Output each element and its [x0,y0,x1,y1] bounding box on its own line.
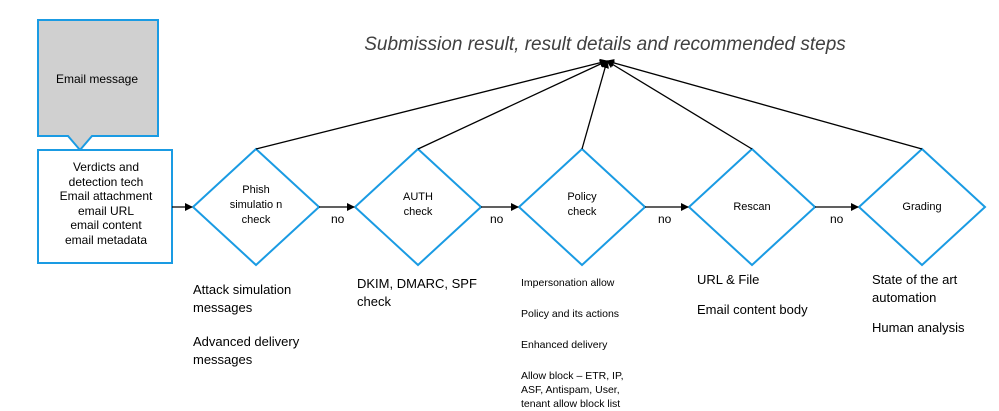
no-label: no [490,212,504,226]
auth-diamond [353,147,483,267]
detail-item: Attack simulation messages [193,282,292,315]
verdicts-line: Verdicts and [72,160,140,174]
no-label: no [830,212,844,226]
detail-item: Allow block – ETR, IP, ASF, Antispam, Us… [521,370,624,410]
detail-item: Impersonation allow [521,277,615,289]
verdicts-text: Verdicts and detection tech Email attach… [40,160,172,247]
no-label: no [658,212,672,226]
phish-check-label: Phish simulatio n check [229,184,283,226]
grading-details: State of the art automation Human analys… [872,271,982,337]
verdicts-line: email URL [77,203,134,218]
rescan-details: URL & File Email content body [697,271,837,319]
rescan-diamond [687,147,817,267]
grading-diamond [857,147,987,267]
arrow-auth-to-result [417,60,608,150]
auth-details: DKIM, DMARC, SPF check [357,275,487,311]
verdicts-line: email content [70,218,142,232]
detail-item: Human analysis [872,320,965,335]
email-message-callout [37,19,159,152]
phish-details: Attack simulation messages Advanced deli… [193,281,318,369]
auth-check-label: AUTH check [403,191,433,218]
detail-item: Advanced delivery messages [193,334,300,367]
verdicts-line: Email attachment [59,189,153,203]
detail-item: State of the art automation [872,272,958,305]
policy-check-label: Policy check [567,191,597,218]
email-message-label: Email message [55,72,139,86]
phish-diamond [191,147,321,267]
arrow-policy-to-result [581,60,609,150]
detail-item: DKIM, DMARC, SPF check [357,276,477,309]
arrow-rescan-to-result [606,60,753,150]
arrow-grading-to-result [606,59,923,150]
policy-details: Impersonation allow Policy and its actio… [521,276,646,411]
verdicts-line: email metadata [64,232,148,247]
rescan-label: Rescan [733,201,771,213]
detail-item: Enhanced delivery [521,339,608,351]
verdicts-box [37,149,173,264]
grading-label: Grading [902,201,942,213]
arrow-phish-to-result [255,58,608,150]
no-label: no [331,212,345,226]
result-title: Submission result, result details and re… [364,34,846,55]
verdicts-line: detection tech [68,174,144,189]
detail-item: Email content body [697,302,808,317]
detail-item: URL & File [697,272,760,287]
detail-item: Policy and its actions [521,308,620,320]
policy-diamond [517,147,647,267]
